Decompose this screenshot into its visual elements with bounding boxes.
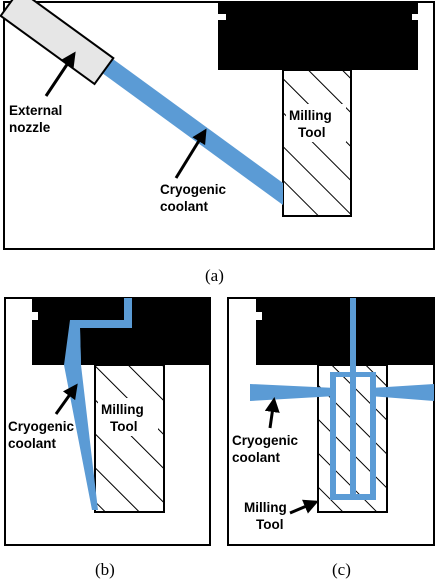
panel-c-tool-arrow [289,499,319,515]
panel-a-caption: (a) [205,266,224,285]
panel-a-nozzle-label-1: External [9,103,62,118]
panel-b-tool-label-2: Tool [110,419,138,434]
panel-b-caption: (b) [95,560,115,579]
panel-b-tool-holder [32,298,210,365]
panel-c-coolant-arrow [264,397,280,429]
panel-c-tool-label-2: Tool [256,517,284,532]
panel-a-coolant-jet [98,54,283,205]
panel-b-tool-label-1: Milling [101,402,144,417]
panel-c-coolant-label-1: Cryogenic [232,433,299,448]
panel-c-tool-holder [256,298,434,365]
panel-b-coolant-label-2: coolant [8,436,57,451]
panel-a: External nozzle Cryogenic coolant Millin… [0,0,435,250]
panel-b-coolant-jet [64,320,98,510]
panel-b-milling-tool [94,364,165,513]
panel-a-milling-tool [282,69,352,217]
panel-c-coolant-jet-right [370,384,434,401]
panel-a-external-nozzle [0,0,115,86]
panel-c-internal-channel [330,298,376,500]
panel-b-milling-tool-label-bg [98,398,158,436]
panel-c-coolant-jet-left [250,384,336,401]
panel-c-coolant-label-2: coolant [232,450,281,465]
panel-a-tool-label-2: Tool [298,125,326,140]
panel-c: Cryogenic coolant Milling Tool [227,297,435,546]
panel-b-coolant-arrow [54,383,78,415]
panel-b: Cryogenic coolant Milling Tool [4,297,211,546]
panel-a-tool-label-1: Milling [289,108,332,123]
panel-a-coolant-label-2: coolant [160,199,209,214]
panel-b-coolant-label-1: Cryogenic [8,419,75,434]
panel-a-tool-holder [218,2,418,70]
panel-c-tool-label-1: Milling [244,500,287,515]
panel-a-nozzle-arrow [44,51,76,97]
panel-a-milling-tool-label-bg [286,104,346,142]
panel-a-coolant-label-1: Cryogenic [160,182,227,197]
panel-a-nozzle-label-2: nozzle [9,120,51,135]
panel-c-caption: (c) [332,560,351,579]
panel-a-coolant-arrow [174,128,207,179]
